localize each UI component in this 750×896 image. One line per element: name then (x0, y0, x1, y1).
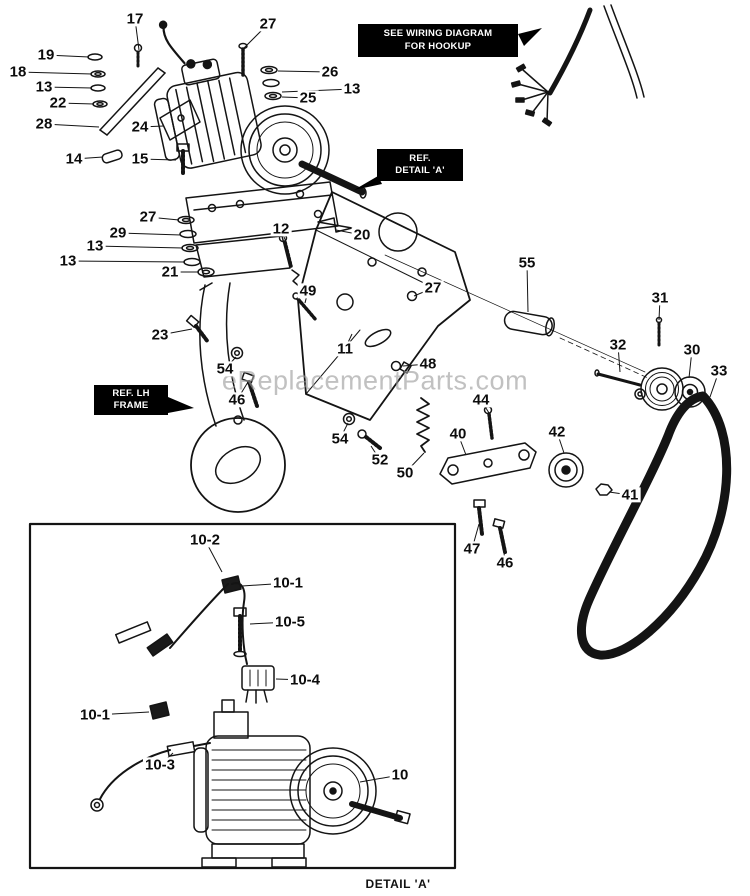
callout-leader-line (117, 232, 182, 236)
callout-leader-line (241, 582, 289, 587)
callout-leader-line (243, 23, 269, 49)
callout-leader-line (335, 229, 363, 236)
callout-leader-line (281, 96, 309, 99)
callout-leader-line (57, 102, 95, 105)
spring-bracket-illustration (342, 397, 613, 554)
callout-leader-line (526, 262, 529, 313)
hardware-top-middle-illustration (238, 42, 282, 101)
callout-leader-line (404, 452, 425, 474)
callout-leader-line (224, 356, 237, 370)
callout-leader-line (359, 774, 401, 783)
callout-leader-line (45, 54, 90, 58)
callout-leader-line (139, 158, 177, 161)
callout-leader-line (413, 287, 434, 297)
callout-leader-line (94, 245, 184, 249)
shaft-illustration (503, 310, 556, 337)
callout-leader-line (73, 156, 104, 160)
upper-pulley-illustration (240, 105, 367, 199)
pulley-group-illustration (594, 316, 706, 411)
watermark: eReplacementParts.com (221, 365, 529, 396)
frame-plate-illustration (297, 191, 646, 421)
refbox-arrows (168, 28, 542, 413)
hardware-mid-illustration (177, 215, 418, 408)
callout-leader-line (608, 491, 631, 496)
callout-leader-line (275, 678, 306, 681)
callout-leader-line (139, 125, 165, 128)
drive-belt-illustration (577, 391, 732, 660)
upper-motor-illustration (153, 20, 262, 169)
callout-leader-line (249, 621, 291, 625)
callout-leader-line (344, 333, 353, 350)
callout-leader-line (457, 433, 467, 456)
callout-leader-line (370, 445, 381, 461)
callout-leader-line (159, 328, 193, 336)
callout-leader-line (17, 71, 93, 75)
callout-leader-line (471, 523, 480, 550)
callout-leader-line (236, 381, 249, 401)
callout-leader-line (94, 711, 150, 716)
detail-a-caption: DETAIL 'A' (365, 877, 431, 891)
callout-leader-line (556, 431, 565, 454)
callout-leader-line (688, 349, 693, 379)
detail-inset-illustration (28, 522, 457, 870)
callout-leader-line (502, 541, 506, 564)
callout-leader-line (480, 399, 490, 414)
callout-leader-line (658, 297, 661, 321)
wiring-harness-illustration (510, 4, 645, 127)
callout-leader-line (339, 422, 349, 440)
callout-leader-line (304, 290, 309, 304)
callout-leader-line (204, 539, 223, 573)
callout-leader-line (43, 123, 100, 128)
callout-leader-line (280, 228, 287, 243)
callout-leader-line (402, 363, 429, 367)
callout-leader-line (67, 260, 186, 263)
callout-leader-line (134, 18, 140, 51)
mounting-plate-illustration (185, 181, 353, 278)
callout-leader-line (159, 752, 174, 766)
callout-leader-line (617, 344, 621, 373)
callout-leader-line (281, 88, 353, 93)
callout-leader-line (147, 216, 180, 221)
callout-leader-line (709, 370, 720, 398)
callout-leader-line (43, 86, 93, 89)
callout-leader-line (277, 70, 331, 73)
